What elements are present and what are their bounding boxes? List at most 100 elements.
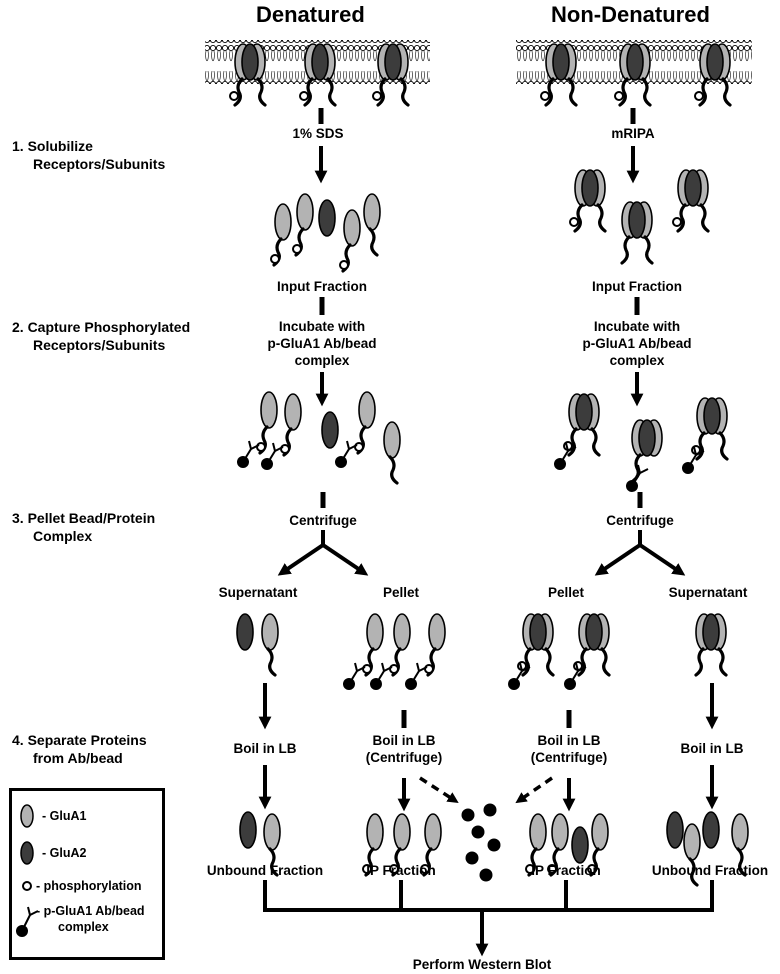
legend-phosphorylation-icon xyxy=(22,881,32,891)
left-pellet: Pellet xyxy=(382,585,420,600)
c-terminal-tail xyxy=(567,77,578,107)
reagent-mripa: mRIPA xyxy=(611,126,655,141)
ab-bead-complex xyxy=(554,442,577,470)
left-supernatant: Supernatant xyxy=(218,585,298,600)
c-terminal-tail xyxy=(368,227,379,257)
legend-glua2-icon xyxy=(20,841,34,865)
right-ip-fraction: IP Fraction xyxy=(531,863,601,878)
left-bead-dash xyxy=(419,776,459,804)
legend-ab-label-2: complex xyxy=(58,920,109,934)
phosphorylation-site xyxy=(547,864,557,874)
glua2-subunit xyxy=(628,201,646,239)
c-terminal-tail xyxy=(544,77,555,107)
glua1-subunit xyxy=(366,813,384,851)
phosphorylation-site xyxy=(362,864,372,874)
ab-bead-complex xyxy=(370,662,393,690)
glua2-subunit xyxy=(311,43,329,81)
phosphorylation-site xyxy=(424,664,434,674)
c-terminal-tail xyxy=(233,77,244,107)
c-terminal-tail xyxy=(699,203,710,233)
glua1-subunit xyxy=(363,193,381,231)
glua1-subunit xyxy=(366,613,384,651)
left-input-glua1-3 xyxy=(339,209,361,273)
glua2-subunit xyxy=(706,43,724,81)
glua2-subunit xyxy=(684,169,702,207)
step-3-line-1: 3. Pellet Bead/Protein xyxy=(12,510,156,526)
c-terminal-tail xyxy=(676,203,687,233)
bead xyxy=(487,838,501,852)
membrane-receptor-left-2 xyxy=(372,43,410,107)
left-unbound-fraction: Unbound Fraction xyxy=(206,863,324,878)
phosphorylation-site xyxy=(525,864,535,874)
right-split-sup xyxy=(638,543,686,576)
left-incubate-1: Incubate with xyxy=(278,319,366,334)
step-4-line-2: from Ab/bead xyxy=(33,750,123,766)
c-terminal-tail xyxy=(721,77,732,107)
left-pellet-glua1-3 xyxy=(405,613,446,690)
glua1-subunit xyxy=(683,823,701,861)
right-ip-glua1-3 xyxy=(587,813,609,877)
right-centrifuge: Centrifuge xyxy=(606,513,674,528)
phosphorylation-site xyxy=(256,442,266,452)
phosphorylation-site xyxy=(389,664,399,674)
right-ip-glua1-2 xyxy=(547,813,569,877)
glua1-subunit xyxy=(393,813,411,851)
phosphorylation-site xyxy=(280,444,290,454)
title-denatured: Denatured xyxy=(256,2,365,27)
c-terminal-tail xyxy=(695,431,706,461)
c-terminal-tail xyxy=(399,77,410,107)
c-terminal-tail xyxy=(573,203,584,233)
phosphorylation-site xyxy=(270,254,280,264)
step-1-line-2: Receptors/Subunits xyxy=(33,156,166,172)
released-beads xyxy=(461,803,501,882)
left-boil-pellet-2: (Centrifuge) xyxy=(365,750,443,765)
left-sup-glua1 xyxy=(261,613,279,677)
c-terminal-tail xyxy=(618,77,629,107)
left-input-glua1-2 xyxy=(292,193,314,257)
left-boil-sup: Boil in LB xyxy=(233,741,297,756)
ab-bead-complex xyxy=(261,442,284,470)
legend-ab-bead-icon xyxy=(16,906,39,937)
right-pellet-receptor-2 xyxy=(564,613,611,690)
left-input-glua1-1 xyxy=(270,203,292,267)
c-terminal-tail xyxy=(694,647,705,677)
ab-bead-complex xyxy=(508,662,531,690)
left-input-glua1-4 xyxy=(363,193,381,257)
step-2-line-2: Receptors/Subunits xyxy=(33,337,166,353)
perform-western-blot: Perform Western Blot xyxy=(412,957,552,972)
glua1-subunit xyxy=(591,813,609,851)
phosphorylation-site xyxy=(694,91,704,101)
glua1-subunit xyxy=(274,203,292,241)
left-split-sup xyxy=(277,543,325,576)
ab-bead-complex xyxy=(237,440,260,468)
c-terminal-tail xyxy=(544,647,555,677)
glua1-subunit xyxy=(424,813,442,851)
right-incubate-2: p-GluA1 Ab/bead xyxy=(582,336,692,351)
glua1-subunit xyxy=(358,391,376,429)
phosphorylation-site xyxy=(540,91,550,101)
step-2-line-1: 2. Capture Phosphorylated xyxy=(12,319,191,335)
phosphorylation-site xyxy=(569,217,579,227)
right-boil-pellet-2: (Centrifuge) xyxy=(530,750,608,765)
membrane-receptor-right-0 xyxy=(540,43,578,107)
right-bead-dash xyxy=(515,776,553,804)
phosphorylation-site xyxy=(587,864,597,874)
right-unbound-fraction: Unbound Fraction xyxy=(651,863,769,878)
glua2-subunit xyxy=(575,393,593,431)
phosphorylation-site xyxy=(372,91,382,101)
legend-glua2-label: - GluA2 xyxy=(42,846,87,860)
c-terminal-tail xyxy=(303,77,314,107)
ab-bead-complex xyxy=(335,440,358,468)
left-split-pellet xyxy=(321,543,369,576)
right-unbound-glua1-1 xyxy=(683,823,701,887)
c-terminal-tail xyxy=(521,647,532,677)
c-terminal-tail xyxy=(641,77,652,107)
glua1-subunit xyxy=(343,209,361,247)
c-terminal-tail xyxy=(268,847,279,877)
left-ip-fraction: IP Fraction xyxy=(366,863,436,878)
left-incubate-3: complex xyxy=(294,353,350,368)
c-terminal-tail xyxy=(620,235,631,265)
glua1-subunit xyxy=(731,813,749,851)
reagent-sds: 1% SDS xyxy=(292,126,344,141)
